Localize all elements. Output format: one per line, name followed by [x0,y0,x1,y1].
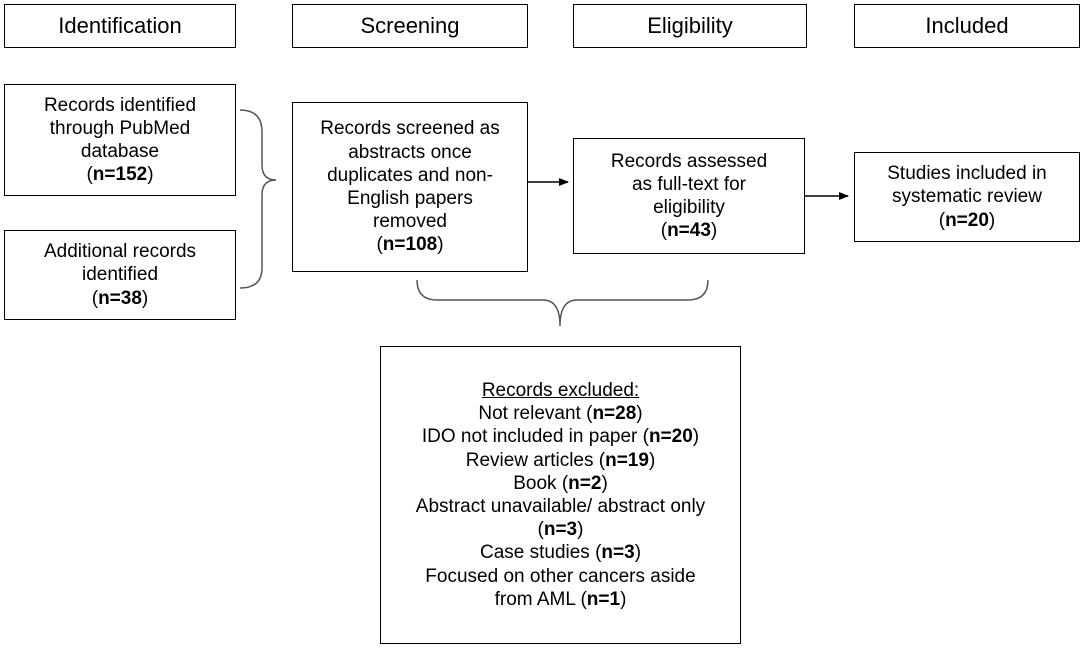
exclusion-brace [416,279,709,327]
screening-count: n=108 [382,234,438,256]
additional-records-box: Additional records identified (n=38) [4,230,236,320]
screening-box: Records screened as abstracts once dupli… [292,102,528,272]
pubmed-line-3: database [80,141,160,162]
header-identification-label: Identification [58,12,182,38]
header-screening: Screening [292,4,528,48]
excluded-item: Book (n=2) [513,472,608,494]
eligibility-box: Records assessed as full-text for eligib… [573,138,805,254]
excluded-item: Focused on other cancers aside [425,565,696,587]
excluded-item-cont: from AML (n=1) [494,588,627,610]
pubmed-count: n=152 [92,164,148,186]
included-count: n=20 [945,209,989,231]
excluded-item-count: (n=3) [537,519,584,541]
header-included: Included [854,4,1080,48]
included-box: Studies included in systematic review (n… [854,152,1080,242]
additional-line-1: Additional records [43,241,197,263]
excluded-title: Records excluded: [481,380,640,402]
included-line-2: systematic review [892,186,1042,208]
screening-line-3: duplicates and non- [327,164,493,186]
header-screening-label: Screening [360,12,460,38]
header-identification: Identification [4,4,236,48]
excluded-item: Review articles (n=19) [465,449,656,471]
pubmed-line-1: Records identified [43,94,197,116]
header-eligibility: Eligibility [573,4,807,48]
screening-line-4: English papers [347,188,473,209]
eligibility-line-2: as full-text for [631,173,747,195]
pubmed-records-box: Records identified through PubMed databa… [4,84,236,196]
excluded-box: Records excluded: Not relevant (n=28) ID… [380,346,741,644]
screening-line-5: removed [373,211,447,233]
eligibility-line-3: eligibility [653,197,725,218]
screening-line-1: Records screened as [320,118,500,140]
excluded-item: IDO not included in paper (n=20) [421,426,700,448]
eligibility-line-1: Records assessed [610,150,768,172]
excluded-item: Case studies (n=3) [479,542,642,564]
additional-count: n=38 [98,287,142,309]
pubmed-line-2: through PubMed [49,117,191,139]
header-eligibility-label: Eligibility [647,12,733,38]
eligibility-count: n=43 [667,220,711,242]
identification-brace [239,109,277,289]
screening-line-2: abstracts once [348,141,472,163]
included-line-1: Studies included in [887,163,1047,185]
excluded-item: Not relevant (n=28) [478,403,643,425]
excluded-item: Abstract unavailable/ abstract only [415,496,706,517]
header-included-label: Included [925,12,1009,38]
additional-line-2: identified [81,264,159,286]
